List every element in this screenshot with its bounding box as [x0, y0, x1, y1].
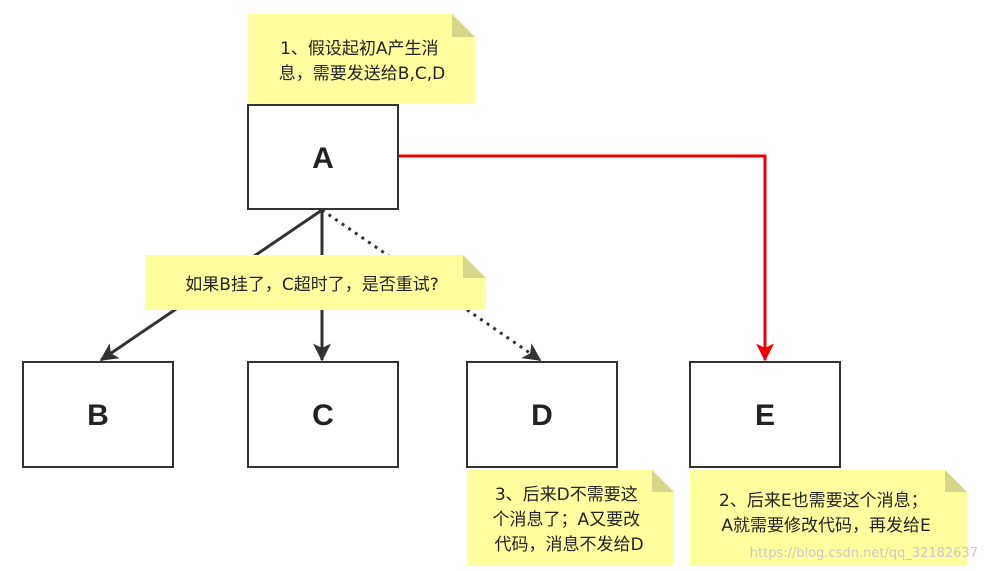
note-remove-d-line-3: 代码，消息不发给D	[494, 535, 643, 555]
node-a-label: A	[312, 142, 334, 175]
node-c: C	[247, 361, 399, 468]
node-d: D	[466, 361, 618, 468]
note-remove-d: 3、后来D不需要这 个消息了；A又要改 代码，消息不发给D	[467, 470, 674, 566]
svg-text:2、后来E也需要这个消息； A就需要修改代码，再: 2、后来E也需要这个消息； A就需要修改代码，再发给E	[719, 491, 933, 536]
note-retry-question: 如果B挂了，C超时了，是否重试?	[145, 255, 486, 310]
note-initial-send-line-2: 息，需要发送给B,C,D	[279, 64, 445, 84]
node-b-label: B	[87, 399, 109, 432]
svg-text:如果B挂了，C超时了，是否重试?: 如果B挂了，C超时了，是否重试?	[185, 275, 439, 295]
node-c-label: C	[312, 399, 334, 432]
note-remove-d-line-1: 3、后来D不需要这	[495, 485, 638, 505]
node-b: B	[22, 361, 174, 468]
note-retry-question-line-1: 如果B挂了，C超时了，是否重试?	[185, 275, 439, 295]
note-remove-d-line-2: 个消息了；A又要改	[492, 510, 640, 530]
node-e: E	[689, 361, 841, 468]
note-initial-send-line-1: 1、假设起初A产生消	[280, 39, 438, 59]
node-e-label: E	[755, 399, 775, 432]
svg-text:3、后来D不需要这 个消息了；A又要改: 3、后来D不需要这 个消息了；A又要改 代码，消息不发给D	[492, 485, 645, 555]
node-d-label: D	[531, 399, 553, 432]
node-a: A	[247, 104, 399, 210]
svg-text:1、假设起初A产生消 息，需要发送给B,C,D: 1、假设起初A产生消 息，需要发送给B,C,D	[279, 39, 445, 84]
note-add-e-line-2: A就需要修改代码，再发给E	[721, 516, 930, 536]
watermark-url: https://blog.csdn.net/qq_32182637	[750, 546, 978, 561]
note-add-e-line-1: 2、后来E也需要这个消息；	[719, 491, 928, 511]
note-add-e: 2、后来E也需要这个消息； A就需要修改代码，再发给E	[690, 470, 967, 566]
edge-a-to-e	[398, 154, 774, 362]
note-initial-send: 1、假设起初A产生消 息，需要发送给B,C,D	[248, 14, 475, 103]
